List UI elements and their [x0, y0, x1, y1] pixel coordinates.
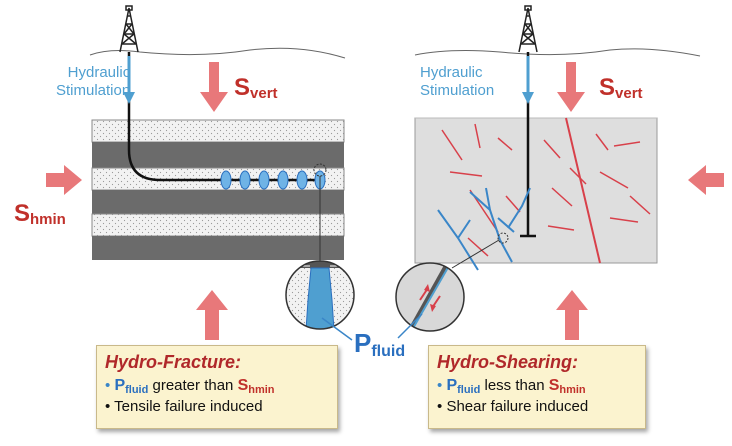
ground-surface-right	[414, 48, 701, 57]
s-vert-arrow-left-icon	[200, 62, 228, 112]
s-vert-label-right: Svert	[599, 74, 643, 102]
s-vert-arrow-bottom-left-icon	[196, 290, 228, 340]
p-fluid-label: Pfluid	[354, 328, 406, 360]
hydro-shearing-condition: • Pfluid less than Shmin	[437, 377, 586, 396]
hydro-fracture-title: Hydro-Fracture:	[105, 352, 242, 372]
fractured-rock-block	[414, 117, 658, 264]
natural-fractures-red	[441, 123, 651, 257]
s-hmin-arrow-right-icon	[688, 165, 724, 195]
sheared-fractures-blue	[437, 187, 531, 271]
hydro-fracture-condition: • Pfluid greater than Shmin	[105, 377, 275, 396]
hydro-fracture-box: Hydro-Fracture: • Pfluid greater than Sh…	[96, 345, 338, 429]
hydro-shearing-failure: • Shear failure induced	[437, 398, 589, 415]
ground-surface-left	[89, 47, 346, 59]
drilling-rig-left-icon	[119, 5, 139, 53]
pfluid-connector-left	[321, 317, 353, 341]
zoom-target-right	[497, 232, 509, 244]
pfluid-connector-right	[397, 313, 423, 339]
s-hmin-arrow-left-icon	[46, 165, 82, 195]
wellbore-left	[127, 52, 322, 182]
s-vert-label-left: Svert	[234, 74, 278, 102]
magnifier-shear	[395, 262, 465, 332]
stimulation-arrowhead-left-icon	[123, 92, 135, 104]
hydraulic-stimulation-label-left: Hydraulic Stimulation	[56, 64, 131, 99]
s-vert-arrow-right-icon	[557, 62, 585, 112]
zoom-target-left	[313, 163, 327, 177]
hydro-shearing-box: Hydro-Shearing: • Pfluid less than Shmin…	[428, 345, 646, 429]
magnifier-tensile	[285, 260, 355, 330]
s-hmin-label: Shmin	[14, 200, 66, 228]
hydro-shearing-title: Hydro-Shearing:	[437, 352, 579, 372]
hydro-fracture-failure: • Tensile failure induced	[105, 398, 263, 415]
s-vert-arrow-bottom-right-icon	[556, 290, 588, 340]
hydraulic-stimulation-label-right: Hydraulic Stimulation	[420, 64, 495, 99]
drilling-rig-right-icon	[518, 5, 538, 53]
stimulation-arrowhead-right-icon	[522, 92, 534, 104]
stress-arrows	[46, 62, 724, 340]
